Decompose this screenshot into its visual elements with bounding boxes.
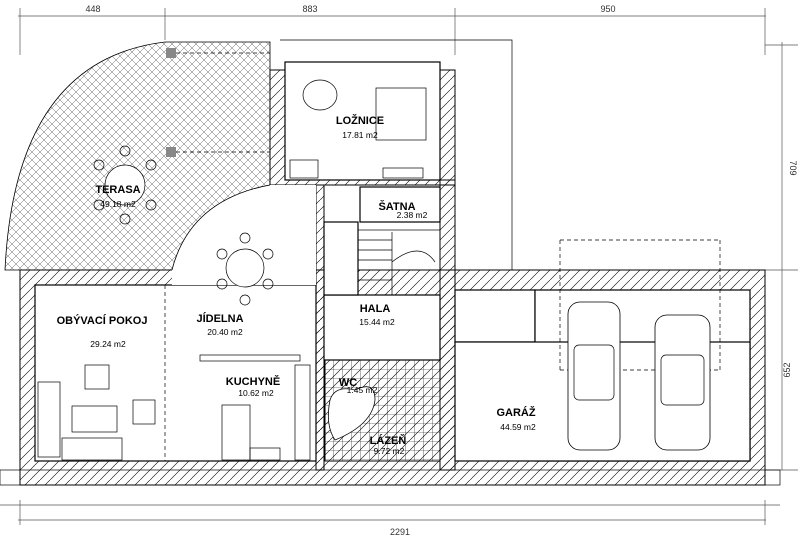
room-area-loznice: 17.81 m2 [342, 130, 378, 140]
room-area-terasa: 49.18 m2 [100, 199, 136, 209]
bed [375, 87, 427, 141]
dim-label: 448 [85, 4, 100, 14]
pillar [166, 48, 176, 58]
room-name-hala: HALA [360, 303, 391, 315]
living-furniture [37, 364, 156, 461]
pillar [166, 147, 176, 157]
room-area-satna: 2.38 m2 [397, 210, 428, 220]
satna-room [359, 186, 441, 223]
room-name-lazen: LÁZEŇ [370, 434, 407, 447]
room-name-obyvaci-pokoj: OBÝVACÍ POKOJ [57, 314, 148, 327]
room-area-jidelna: 20.40 m2 [207, 327, 243, 337]
dim-label: 652 [782, 362, 792, 377]
dim-label: 883 [302, 4, 317, 14]
dim-label: 2291 [390, 527, 410, 537]
bedroom-floor [284, 61, 441, 181]
room-area-wc: 1.45 m2 [347, 385, 378, 395]
room-name-terasa: TERASA [95, 184, 140, 196]
coffee-table [302, 79, 338, 111]
room-name-garaz: GARÁŽ [496, 406, 535, 419]
bathtub [327, 386, 376, 441]
kitchen-counter [199, 354, 311, 461]
room-name-jidelna: JÍDELNA [196, 312, 243, 325]
room-area-hala: 15.44 m2 [359, 317, 395, 327]
car [654, 314, 711, 451]
dining-table [216, 232, 274, 306]
living-dining-floor [34, 284, 317, 462]
room-name-wc: WC [339, 377, 357, 389]
room-area-kuchyne: 10.62 m2 [238, 388, 274, 398]
dimension-right: 709 652 [765, 42, 798, 471]
dim-label: 950 [600, 4, 615, 14]
room-name-loznice: LOŽNICE [336, 114, 384, 127]
room-area-obyvaci-pokoj: 29.24 m2 [90, 339, 126, 349]
dim-label: 709 [788, 160, 798, 175]
room-name-kuchyne: KUCHYNĚ [226, 375, 280, 388]
terrace-table [93, 145, 157, 225]
room-name-satna: ŠATNA [378, 200, 415, 213]
car [567, 301, 621, 451]
dimension-bottom: 2291 [0, 500, 780, 537]
room-area-garaz: 44.59 m2 [500, 422, 536, 432]
room-area-lazen: 9.72 m2 [374, 446, 405, 456]
dimension-top: 448 883 950 [18, 4, 766, 55]
